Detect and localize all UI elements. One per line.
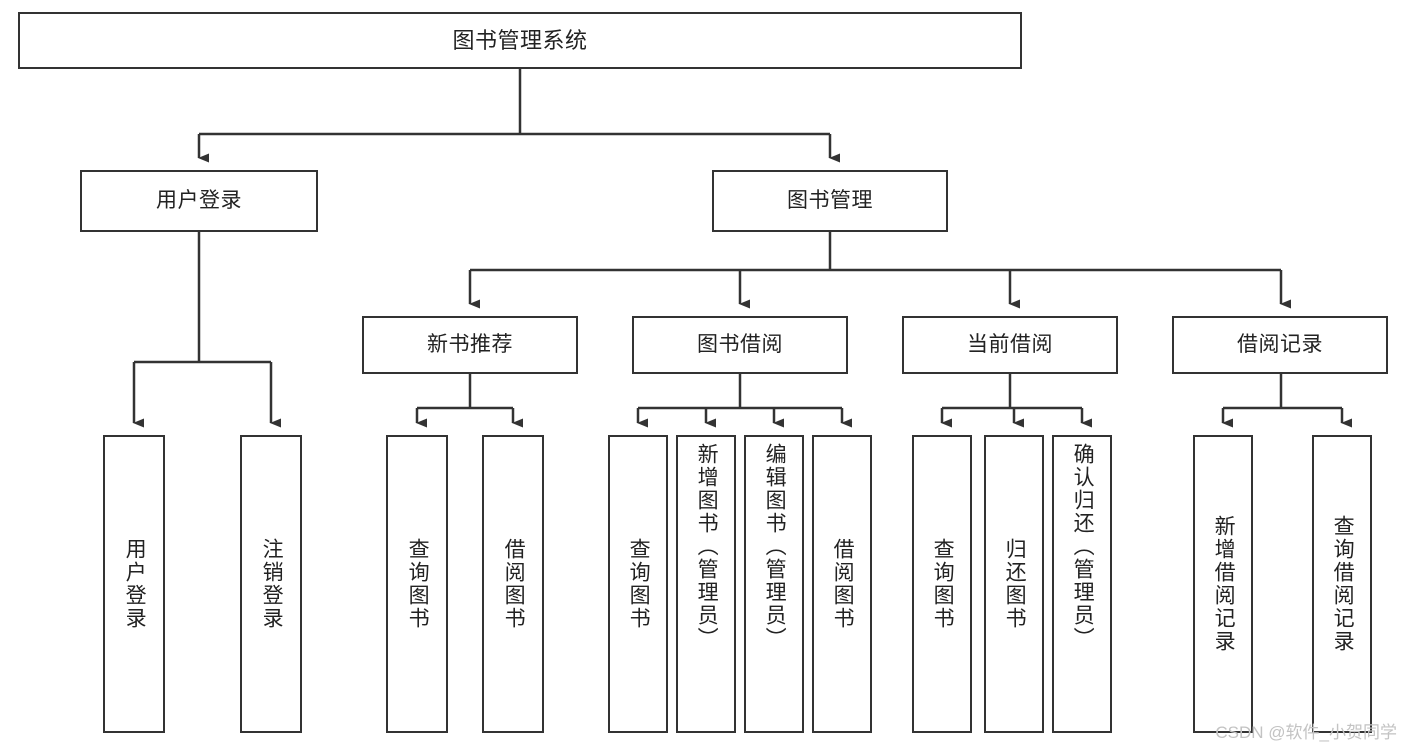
leaf-confirm-return-admin[interactable]: 确认归还（管理员） <box>1052 435 1112 733</box>
csdn-watermark: CSDN @软件_小贺同学 <box>1215 723 1397 742</box>
node-book-management[interactable]: 图书管理 <box>712 170 948 232</box>
node-label: 图书管理系统 <box>452 27 588 53</box>
leaf-borrow-book-new-book[interactable]: 借阅图书 <box>482 435 544 733</box>
node-label: 归还图书 <box>1003 538 1027 630</box>
node-label: 借阅记录 <box>1237 332 1323 356</box>
node-new-book-recommendation[interactable]: 新书推荐 <box>362 316 578 374</box>
node-label: 新增图书（管理员） <box>695 443 719 650</box>
node-label: 用户登录 <box>123 538 147 630</box>
node-label: 查询借阅记录 <box>1331 515 1355 653</box>
node-label: 确认归还（管理员） <box>1071 443 1095 650</box>
node-label: 新增借阅记录 <box>1212 515 1236 653</box>
node-label: 借阅图书 <box>502 538 526 630</box>
node-label: 用户登录 <box>156 188 242 212</box>
leaf-add-borrow-record[interactable]: 新增借阅记录 <box>1193 435 1253 733</box>
leaf-add-book-admin[interactable]: 新增图书（管理员） <box>676 435 736 733</box>
node-label: 查询图书 <box>406 538 430 630</box>
leaf-logout[interactable]: 注销登录 <box>240 435 302 733</box>
leaf-edit-book-admin[interactable]: 编辑图书（管理员） <box>744 435 804 733</box>
leaf-query-book-current[interactable]: 查询图书 <box>912 435 972 733</box>
node-label: 借阅图书 <box>831 538 855 630</box>
leaf-borrow-book-borrowing[interactable]: 借阅图书 <box>812 435 872 733</box>
node-user-login[interactable]: 用户登录 <box>80 170 318 232</box>
leaf-return-book[interactable]: 归还图书 <box>984 435 1044 733</box>
leaf-query-borrow-record[interactable]: 查询借阅记录 <box>1312 435 1372 733</box>
node-label: 新书推荐 <box>427 332 513 356</box>
node-root-library-management-system[interactable]: 图书管理系统 <box>18 12 1022 69</box>
leaf-query-book-borrowing[interactable]: 查询图书 <box>608 435 668 733</box>
node-label: 查询图书 <box>931 538 955 630</box>
node-current-borrowing[interactable]: 当前借阅 <box>902 316 1118 374</box>
node-label: 注销登录 <box>260 538 284 630</box>
node-label: 编辑图书（管理员） <box>763 443 787 650</box>
node-label: 图书管理 <box>787 188 873 212</box>
node-book-borrowing[interactable]: 图书借阅 <box>632 316 848 374</box>
node-borrowing-record[interactable]: 借阅记录 <box>1172 316 1388 374</box>
node-label: 图书借阅 <box>697 332 783 356</box>
node-label: 查询图书 <box>627 538 651 630</box>
leaf-query-book-new-book[interactable]: 查询图书 <box>386 435 448 733</box>
leaf-user-login[interactable]: 用户登录 <box>103 435 165 733</box>
node-label: 当前借阅 <box>967 332 1053 356</box>
